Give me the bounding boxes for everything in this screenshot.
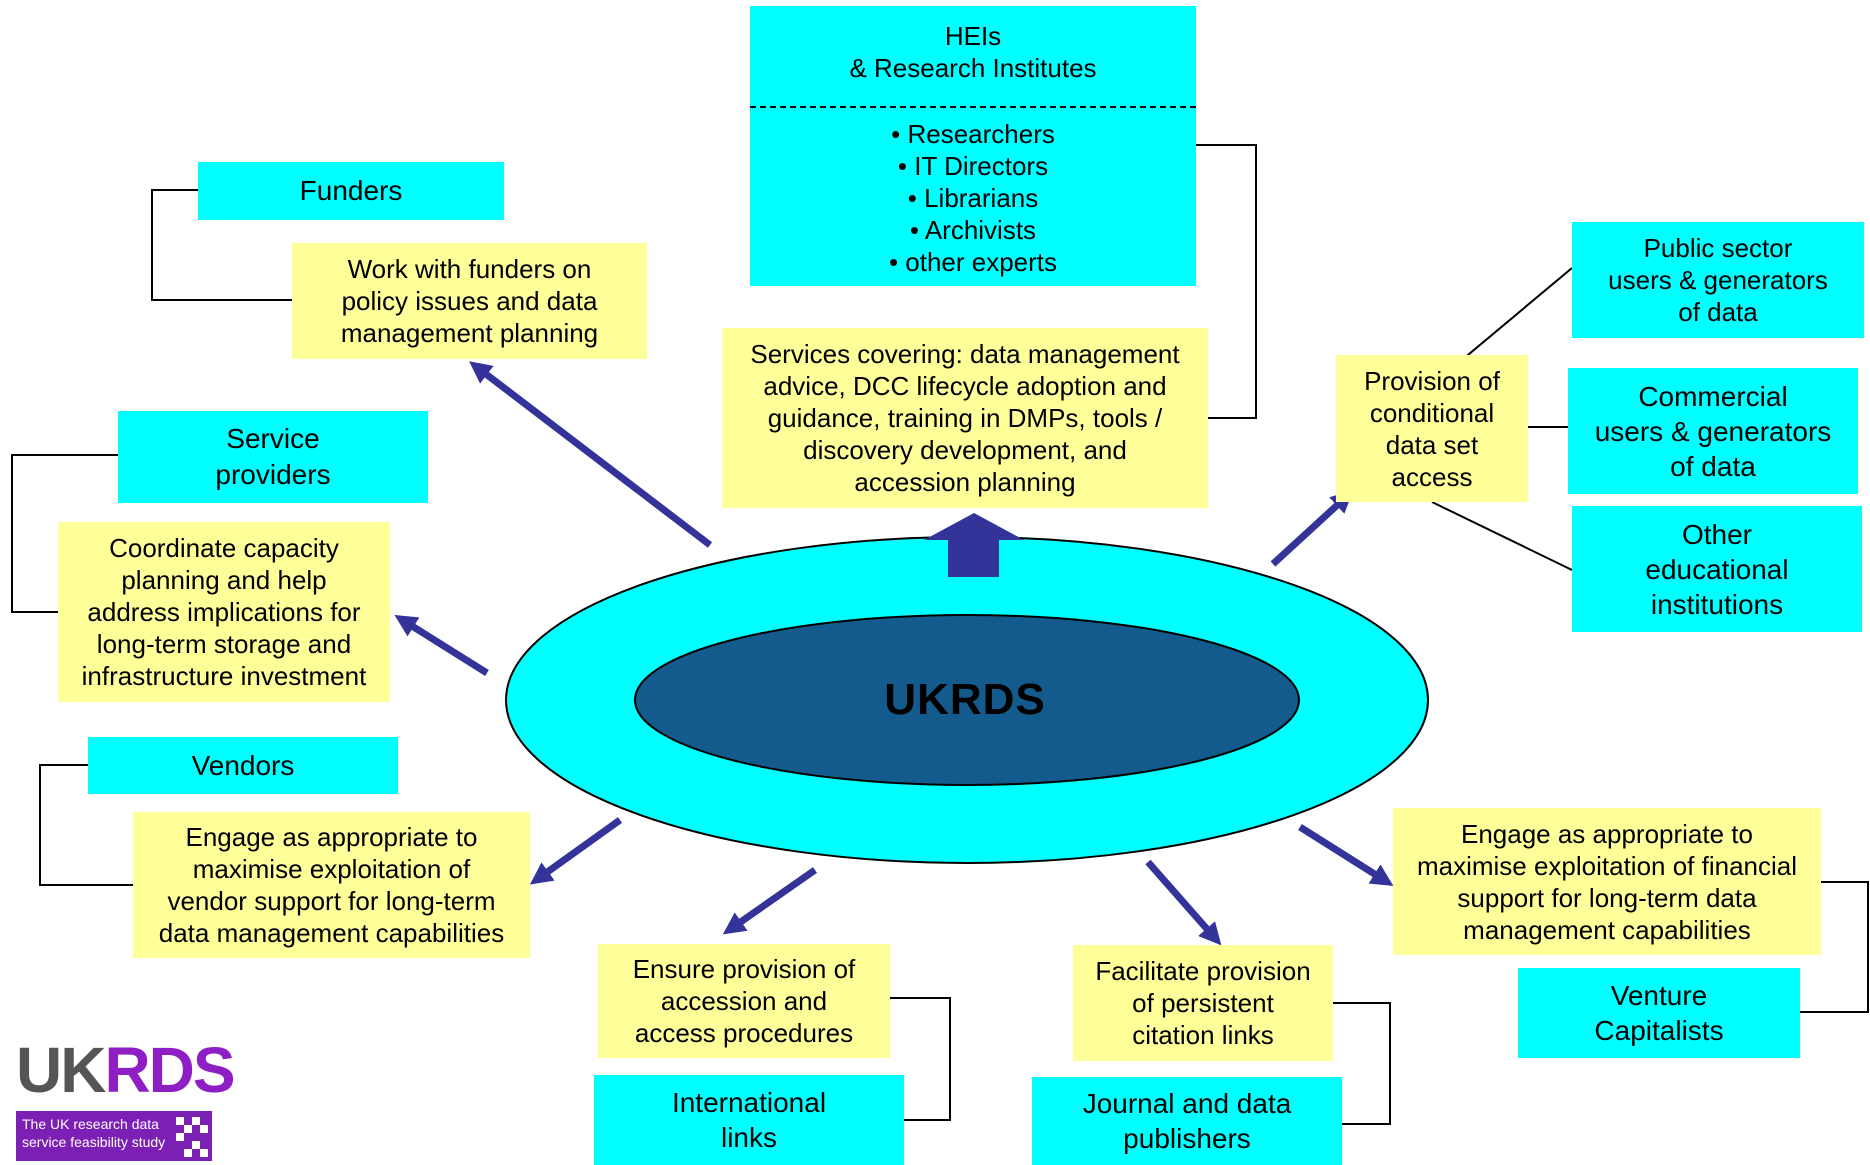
public-sector-box: Public sector users & generators of data [1572,222,1864,338]
service-providers-role: Coordinate capacity planning and help ad… [81,533,367,691]
arrow-to-conditional [1270,490,1354,567]
logo-wordmark-uk: UK [16,1034,106,1106]
logo-pixel [176,1133,184,1141]
international-role: Ensure provision of accession and access… [632,954,856,1048]
venture-label-box: Venture Capitalists [1518,968,1800,1058]
logo-pixel [200,1125,208,1133]
ukrds-inner-ellipse [634,614,1300,786]
conditional-to-other-line [1431,501,1573,571]
conditional-role: Provision of conditional data set access [1364,365,1500,492]
vendors-label: Vendors [191,749,295,781]
logo-pixel [200,1149,208,1157]
hei-title: HEIs & Research Institutes [849,21,1097,83]
arrow-to-services-block [924,513,1024,577]
arrow-to-funders [469,361,713,548]
funders-role-box: Work with funders on policy issues and d… [292,243,647,359]
service-providers-label-box: Service providers [118,411,428,503]
international-role-box: Ensure provision of accession and access… [598,944,890,1058]
logo-pixel [192,1141,200,1149]
other-educational-box: Other educational institutions [1572,506,1862,632]
hei-item: • Librarians [907,183,1039,213]
logo-pixel [176,1117,184,1125]
international-bracket [890,997,951,1121]
international-label: International links [671,1087,827,1153]
public-sector-label: Public sector users & generators of data [1608,233,1828,327]
publishers-label: Journal and data publishers [1082,1088,1292,1154]
publishers-bracket [1297,1002,1391,1125]
logo-tagline: The UK research data service feasibility… [22,1116,166,1150]
arrow-to-publishers [1145,859,1222,946]
hei-item: • IT Directors [897,151,1049,181]
publishers-role-box: Facilitate provision of persistent citat… [1073,945,1333,1061]
vendors-bracket [39,764,133,886]
services-text: Services covering: data management advic… [750,339,1180,497]
hei-divider [750,106,1196,108]
venture-role-box: Engage as appropriate to maximise exploi… [1393,808,1821,955]
hei-box: HEIs & Research Institutes • Researchers… [750,6,1196,286]
publishers-label-box: Journal and data publishers [1032,1077,1342,1165]
venture-label: Venture Capitalists [1594,980,1724,1046]
vendors-label-box: Vendors [88,737,398,794]
service-providers-bracket [11,454,118,613]
hei-services-bracket [1196,144,1257,419]
logo-wordmark-rds: RDS [104,1034,235,1106]
conditional-role-box: Provision of conditional data set access [1336,355,1528,502]
logo-pixel [184,1149,192,1157]
funders-label: Funders [299,175,403,207]
funders-role: Work with funders on policy issues and d… [340,254,599,348]
arrow-to-vendors [529,817,623,885]
international-label-box: International links [594,1075,904,1165]
services-box: Services covering: data management advic… [722,328,1208,508]
other-educational-label: Other educational institutions [1645,518,1789,620]
vendors-role: Engage as appropriate to maximise exploi… [158,822,505,948]
hei-item: • Archivists [909,215,1037,245]
publishers-role: Facilitate provision of persistent citat… [1095,956,1311,1050]
logo-band: The UK research data service feasibility… [16,1111,212,1161]
hei-item: • other experts [888,247,1058,277]
funders-label-box: Funders [198,162,504,220]
vendors-role-box: Engage as appropriate to maximise exploi… [133,812,530,958]
service-providers-role-box: Coordinate capacity planning and help ad… [58,522,390,702]
arrow-to-international [722,867,818,935]
logo-wordmark: UKRDS [16,1034,236,1106]
hei-item: • Researchers [891,119,1055,149]
venture-role: Engage as appropriate to maximise exploi… [1416,818,1798,945]
funders-bracket [151,189,292,301]
commercial-box: Commercial users & generators of data [1568,368,1858,494]
commercial-label: Commercial users & generators of data [1594,380,1832,482]
ukrds-logo: UKRDS The UK research data service feasi… [16,1035,236,1165]
service-providers-label: Service providers [215,423,331,490]
venture-bracket [1800,881,1869,1013]
arrow-to-venture [1298,824,1394,886]
logo-pixel [192,1117,200,1125]
arrow-to-service-providers [394,615,489,676]
ukrds-center-label: UKRDS [884,675,1046,724]
service-arrows [394,361,1394,946]
logo-pixel [184,1125,192,1133]
